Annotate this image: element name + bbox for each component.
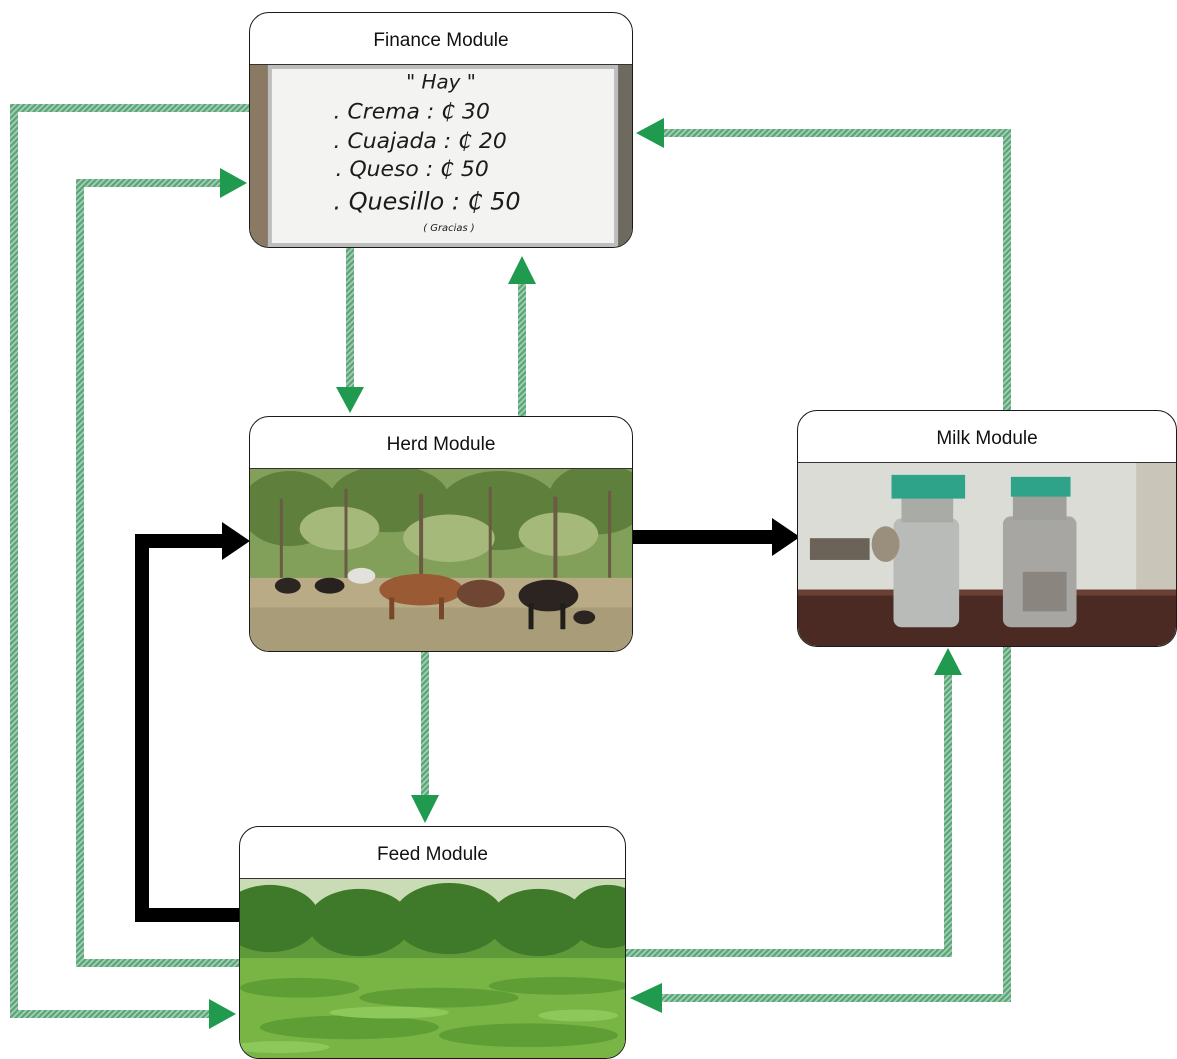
link-feed-to-herd [135, 534, 239, 922]
whiteboard-photo: " Hay " . Crema : ₵ 30 . Cuajada : ₵ 20 … [250, 65, 632, 247]
milk-can-right [1002, 476, 1077, 628]
finance-module-title: Finance Module [250, 13, 632, 65]
link-feed-to-finance [76, 179, 239, 967]
milk-module-title: Milk Module [798, 411, 1176, 463]
feed-module-title: Feed Module [240, 827, 625, 879]
cattle [274, 567, 596, 630]
feed-module: Feed Module [239, 826, 626, 1059]
link-milk-to-feed [660, 647, 1011, 1002]
pasture-photo [240, 879, 625, 1058]
link-milk-to-finance [662, 129, 1011, 410]
arrowhead-finance-from-milk [636, 118, 664, 148]
whiteboard-line-queso: . Queso : ₵ 50 [336, 157, 489, 182]
arrowhead-feed-from-milk [630, 983, 662, 1013]
arrowhead-finance-from-feed [220, 168, 247, 198]
whiteboard-line-cuajada: . Cuajada : ₵ 20 [334, 129, 507, 154]
arrowhead-feed-from-herd [411, 795, 439, 823]
whiteboard-line-quesillo: . Quesillo : ₵ 50 [334, 187, 521, 215]
arrowhead-milk-from-feed [934, 648, 962, 675]
arrowhead-herd-from-feed [222, 522, 250, 560]
link-finance-to-feed [10, 104, 249, 1018]
herd-photo [250, 469, 632, 651]
arrowhead-finance-from-herd [508, 256, 536, 284]
arrowhead-herd-from-finance [336, 387, 364, 413]
finance-module: Finance Module " Hay " . Crema : ₵ 30 . … [249, 12, 633, 248]
arrowhead-milk-from-herd [772, 518, 800, 556]
milk-can-left [871, 474, 966, 628]
herd-module-title: Herd Module [250, 417, 632, 469]
milk-module: Milk Module [797, 410, 1177, 647]
arrowhead-feed-from-finance [209, 999, 236, 1029]
whiteboard-heading: " Hay " [406, 71, 476, 94]
milk-cans-photo [798, 463, 1176, 646]
herd-module: Herd Module [249, 416, 633, 652]
whiteboard-line-crema: . Crema : ₵ 30 [334, 99, 490, 124]
link-feed-to-milk [626, 672, 952, 957]
whiteboard-footer: ( Gracias ) [423, 223, 474, 234]
